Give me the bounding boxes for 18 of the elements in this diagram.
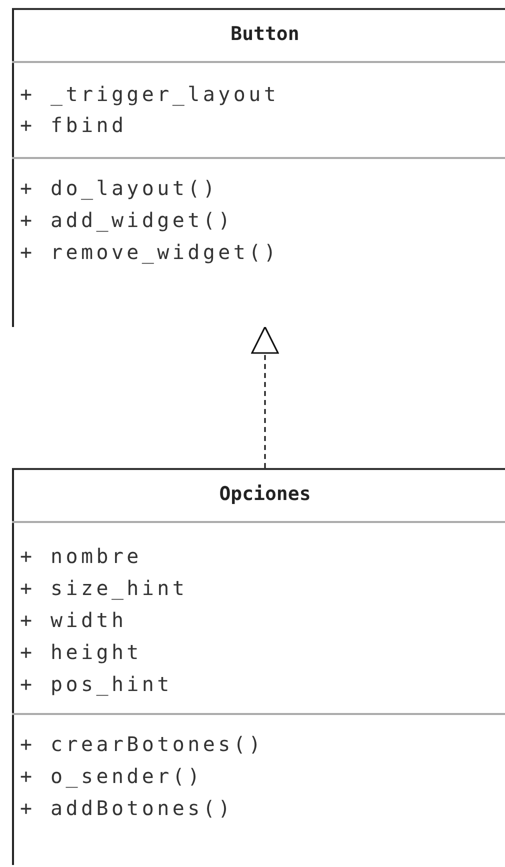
attribute-text: + _trigger_layout [20,81,280,107]
attribute-text: + pos_hint [20,671,172,697]
class-name: Opciones [219,483,311,505]
class-box [12,8,505,327]
method-text: + o_sender() [20,763,203,789]
method-text: + remove_widget() [20,239,280,265]
attribute-text: + size_hint [20,575,188,601]
method-text: + addBotones() [20,795,234,821]
attribute-text: + height [20,639,142,665]
realization-arrow [251,326,279,468]
class-box [12,468,505,865]
attribute-text: + nombre [20,543,142,569]
method-text: + do_layout() [20,175,218,201]
attribute-text: + width [20,607,127,633]
attribute-text: + fbind [20,112,127,138]
method-text: + crearBotones() [20,731,264,757]
class-name: Button [230,23,300,45]
method-text: + add_widget() [20,207,234,233]
